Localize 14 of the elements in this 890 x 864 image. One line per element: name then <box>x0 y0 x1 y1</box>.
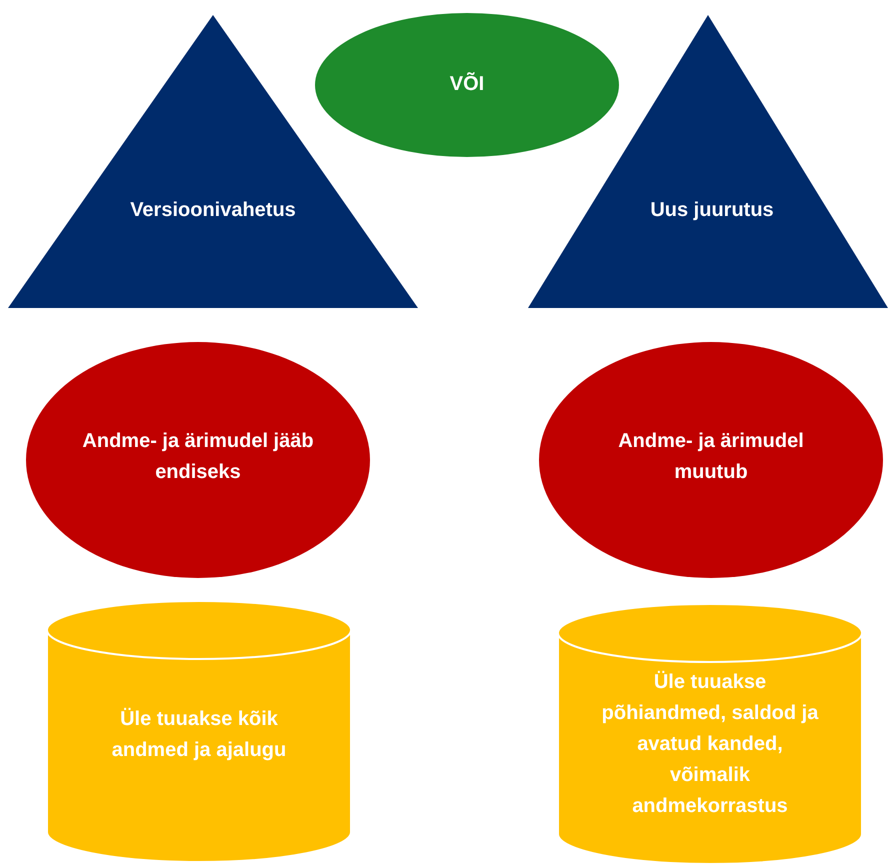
ellipse-node <box>315 13 619 157</box>
ellipse-node <box>539 342 883 578</box>
ellipse-node <box>26 342 370 578</box>
cylinder-node <box>557 603 863 864</box>
node-label: Andme- ja ärimudel muutub <box>617 429 805 485</box>
node-label: Versioonivahetus <box>130 198 296 223</box>
node-label: VÕI <box>450 71 484 97</box>
node-label: Andme- ja ärimudel jääb endiseks <box>81 429 315 485</box>
node-label: Üle tuuakse põhiandmed, saldod ja avatud kanded, võimalik andmekorrastus <box>600 670 820 819</box>
node-label: Uus juurutus <box>650 198 774 223</box>
cylinder-node <box>46 600 352 862</box>
triangle-node <box>8 15 418 308</box>
triangle-node <box>528 15 888 308</box>
node-label: Üle tuuakse kõik andmed ja ajalugu <box>110 706 288 763</box>
